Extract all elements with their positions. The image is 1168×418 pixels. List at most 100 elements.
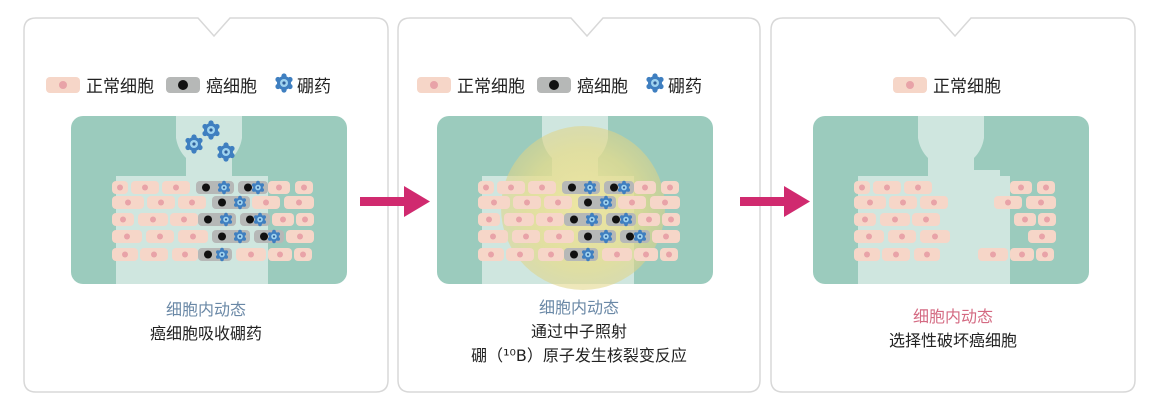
cancer-cell bbox=[212, 229, 250, 244]
tissue-scene-2 bbox=[437, 116, 713, 290]
normal-cell bbox=[478, 248, 504, 261]
normal-cell bbox=[112, 181, 128, 194]
caption-panel-1: 细胞内动态 癌细胞吸收硼药 bbox=[24, 298, 388, 346]
normal-cell bbox=[286, 230, 314, 243]
cancer-cell bbox=[606, 212, 636, 227]
normal-cell bbox=[914, 248, 940, 261]
normal-cell bbox=[920, 196, 948, 209]
normal-cell bbox=[652, 230, 680, 243]
normal-cell bbox=[544, 196, 572, 209]
normal-cell bbox=[854, 181, 870, 194]
normal-cell bbox=[662, 213, 680, 226]
caption-line: 硼（¹⁰B）原子发生核裂变反应 bbox=[471, 346, 687, 365]
legend-drug-label: 硼药 bbox=[297, 77, 331, 97]
normal-cell bbox=[889, 196, 917, 209]
cancer-cell-swatch bbox=[166, 76, 200, 93]
caption-title: 细胞内动态 bbox=[538, 298, 619, 317]
cancer-cell bbox=[196, 180, 234, 195]
cancer-cell bbox=[578, 229, 616, 244]
normal-cell bbox=[506, 248, 534, 261]
normal-cell bbox=[268, 181, 290, 194]
legend-cancer-label: 癌细胞 bbox=[206, 77, 257, 97]
tissue-scene-3 bbox=[813, 116, 1089, 284]
normal-cell bbox=[296, 213, 314, 226]
normal-cell bbox=[147, 196, 175, 209]
normal-cell bbox=[1010, 248, 1034, 261]
normal-cell bbox=[478, 230, 508, 243]
normal-cell bbox=[236, 248, 266, 261]
normal-cell bbox=[268, 248, 292, 261]
cancer-cell bbox=[564, 247, 598, 262]
cancer-cell bbox=[238, 180, 268, 195]
arrow-1-to-2 bbox=[360, 186, 430, 217]
normal-cell bbox=[660, 248, 678, 261]
caption-title: 细胞内动态 bbox=[165, 300, 246, 319]
cancer-cell bbox=[562, 180, 600, 195]
normal-cell bbox=[880, 213, 910, 226]
normal-cell bbox=[284, 196, 314, 209]
cancer-cell bbox=[198, 212, 236, 227]
cancer-cell bbox=[240, 212, 270, 227]
normal-cell bbox=[112, 213, 134, 226]
normal-cell bbox=[138, 213, 168, 226]
legend-drug-label: 硼药 bbox=[668, 77, 702, 97]
normal-cell-swatch bbox=[417, 76, 451, 93]
normal-cell bbox=[661, 181, 679, 194]
normal-cell bbox=[1010, 181, 1032, 194]
normal-cell bbox=[178, 230, 208, 243]
normal-cell bbox=[650, 196, 680, 209]
normal-cell bbox=[544, 230, 574, 243]
normal-cell bbox=[1026, 196, 1056, 209]
cancer-cell bbox=[620, 229, 650, 244]
normal-cell bbox=[912, 213, 940, 226]
normal-cell bbox=[854, 196, 886, 209]
legend-panel-1: 正常细胞 癌细胞 硼药 bbox=[46, 72, 337, 97]
normal-cell bbox=[140, 248, 168, 261]
normal-cell bbox=[497, 181, 525, 194]
normal-cell bbox=[478, 213, 500, 226]
normal-cell bbox=[1028, 230, 1056, 243]
normal-cell bbox=[920, 230, 950, 243]
normal-cell bbox=[536, 213, 564, 226]
cancer-cell bbox=[564, 212, 602, 227]
normal-cell bbox=[618, 196, 646, 209]
normal-cell bbox=[634, 248, 658, 261]
cancer-cell bbox=[254, 229, 284, 244]
normal-cell bbox=[512, 230, 540, 243]
caption-line: 选择性破坏癌细胞 bbox=[888, 331, 1017, 350]
legend-panel-2: 正常细胞 癌细胞 硼药 bbox=[417, 72, 708, 97]
cancer-cell bbox=[198, 247, 232, 262]
normal-cell-swatch bbox=[46, 76, 80, 93]
normal-cell bbox=[112, 248, 138, 261]
normal-cell bbox=[1037, 181, 1055, 194]
normal-cell bbox=[602, 248, 632, 261]
normal-cell bbox=[873, 181, 901, 194]
normal-cell bbox=[1036, 248, 1054, 261]
normal-cell bbox=[131, 181, 159, 194]
tissue-scene-1 bbox=[71, 116, 347, 284]
normal-cell bbox=[634, 181, 656, 194]
arrow-2-to-3 bbox=[740, 186, 810, 217]
caption-line: 癌细胞吸收硼药 bbox=[149, 324, 262, 343]
normal-cell bbox=[638, 213, 660, 226]
legend-cancer-label: 癌细胞 bbox=[577, 77, 628, 97]
normal-cell bbox=[112, 196, 144, 209]
caption-line: 通过中子照射 bbox=[530, 322, 627, 341]
normal-cell bbox=[854, 213, 876, 226]
cancer-cell-swatch bbox=[537, 76, 571, 93]
normal-cell bbox=[294, 248, 312, 261]
normal-cell bbox=[1014, 213, 1036, 226]
legend-normal-label: 正常细胞 bbox=[457, 77, 525, 97]
normal-cell bbox=[904, 181, 932, 194]
normal-cell bbox=[162, 181, 190, 194]
cancer-cell bbox=[604, 180, 634, 195]
normal-cell bbox=[854, 248, 880, 261]
caption-title: 细胞内动态 bbox=[912, 307, 993, 326]
caption-panel-3: 细胞内动态 选择性破坏癌细胞 bbox=[771, 305, 1135, 353]
normal-cell bbox=[112, 230, 142, 243]
normal-cell bbox=[528, 181, 556, 194]
normal-cell bbox=[178, 196, 206, 209]
normal-cell bbox=[854, 230, 884, 243]
normal-cell bbox=[252, 196, 280, 209]
